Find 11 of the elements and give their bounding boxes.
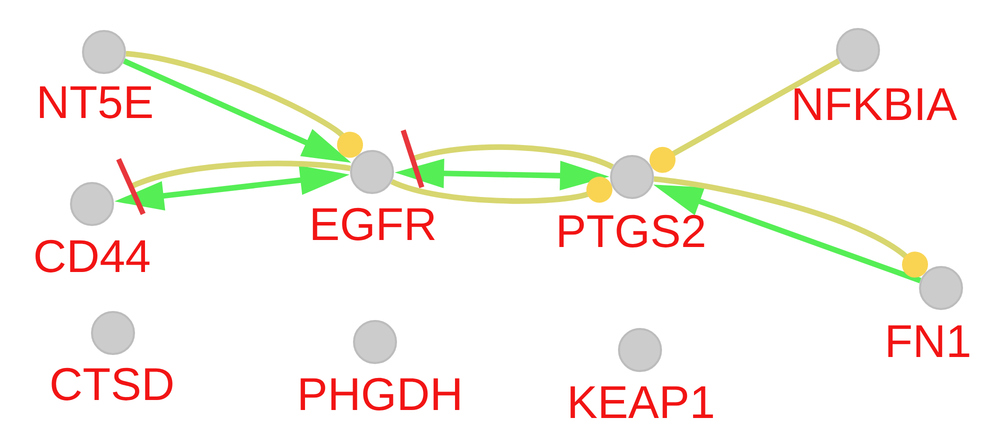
gene-label: NT5E: [40, 86, 152, 118]
gene-label: PTGS2: [559, 214, 704, 248]
gene-label: FN1: [888, 325, 970, 357]
gene-label: CTSD: [52, 368, 172, 400]
gene-label: NFKBIA: [794, 88, 958, 120]
gene-label: CD44: [36, 240, 150, 272]
gene-label: EGFR: [312, 208, 435, 240]
dot-ended-line: [126, 50, 364, 158]
gene-label: PHGDH: [300, 378, 460, 410]
gene-label: KEAP1: [570, 386, 713, 418]
dot-ended-line: [650, 58, 840, 173]
